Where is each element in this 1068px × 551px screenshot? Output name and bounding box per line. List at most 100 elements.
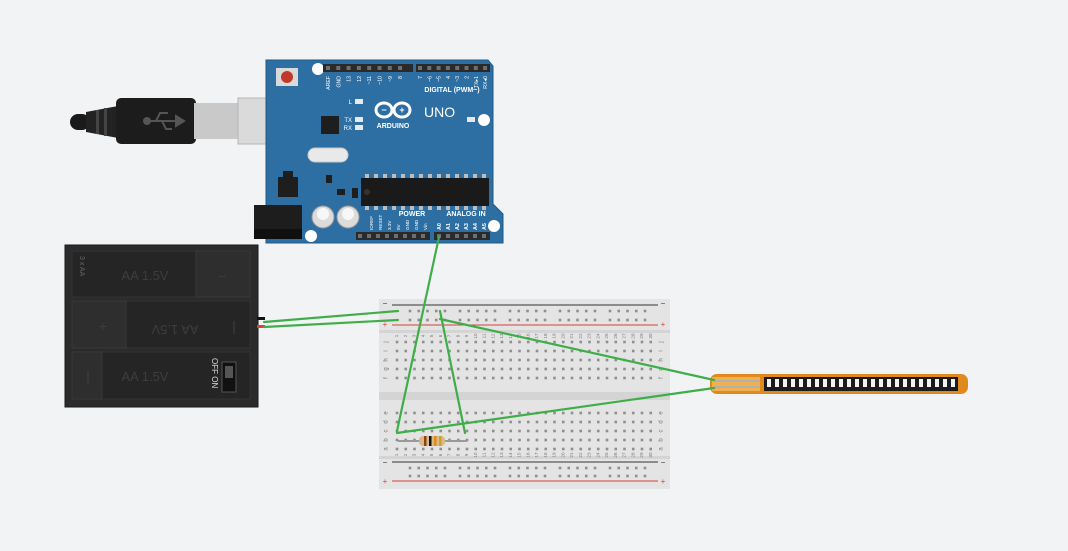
breadboard-hole[interactable] — [474, 376, 478, 380]
header-pin-socket[interactable] — [376, 234, 380, 238]
breadboard-hole[interactable] — [553, 429, 556, 433]
breadboard-hole[interactable] — [434, 318, 438, 322]
breadboard-hole[interactable] — [535, 358, 539, 362]
breadboard-hole[interactable] — [553, 358, 556, 362]
breadboard-hole[interactable] — [413, 367, 416, 371]
breadboard-hole[interactable] — [465, 367, 469, 371]
breadboard-hole[interactable] — [544, 411, 548, 415]
breadboard-hole[interactable] — [553, 438, 556, 442]
breadboard-hole[interactable] — [493, 309, 497, 313]
breadboard-hole[interactable] — [588, 376, 591, 380]
breadboard-hole[interactable] — [596, 340, 600, 344]
breadboard-hole[interactable] — [448, 420, 451, 424]
header-pin-socket[interactable] — [455, 66, 460, 70]
breadboard-hole[interactable] — [596, 358, 600, 362]
breadboard-hole[interactable] — [553, 367, 556, 371]
breadboard-hole[interactable] — [570, 340, 574, 344]
breadboard-hole[interactable] — [439, 429, 443, 433]
wire-ground-rail-to-resistor[interactable] — [438, 309, 467, 435]
breadboard-hole[interactable] — [561, 367, 565, 371]
breadboard-hole[interactable] — [570, 411, 574, 415]
breadboard-hole[interactable] — [579, 358, 583, 362]
breadboard-hole[interactable] — [640, 447, 644, 451]
breadboard-hole[interactable] — [588, 367, 591, 371]
breadboard-hole[interactable] — [484, 466, 488, 470]
breadboard-hole[interactable] — [456, 447, 460, 451]
header-pin-socket[interactable] — [446, 234, 450, 238]
breadboard-hole[interactable] — [596, 420, 600, 424]
breadboard-hole[interactable] — [534, 318, 538, 322]
breadboard-hole[interactable] — [483, 367, 486, 371]
breadboard-hole[interactable] — [413, 447, 416, 451]
breadboard-hole[interactable] — [456, 429, 460, 433]
breadboard-hole[interactable] — [649, 376, 653, 380]
header-pin-socket[interactable] — [464, 234, 468, 238]
breadboard-hole[interactable] — [474, 340, 478, 344]
breadboard-hole[interactable] — [544, 367, 548, 371]
header-pin-socket[interactable] — [482, 234, 486, 238]
breadboard-hole[interactable] — [535, 438, 539, 442]
header-pin-socket[interactable] — [394, 234, 398, 238]
breadboard-hole[interactable] — [605, 438, 609, 442]
breadboard-hole[interactable] — [640, 340, 644, 344]
breadboard-hole[interactable] — [634, 474, 638, 478]
breadboard-hole[interactable] — [561, 429, 565, 433]
breadboard-hole[interactable] — [395, 340, 399, 344]
breadboard-hole[interactable] — [509, 376, 513, 380]
breadboard-hole[interactable] — [509, 438, 513, 442]
header-pin-socket[interactable] — [326, 66, 330, 70]
breadboard-hole[interactable] — [439, 340, 443, 344]
header-pin-socket[interactable] — [403, 234, 407, 238]
breadboard-hole[interactable] — [421, 340, 425, 344]
breadboard-hole[interactable] — [543, 318, 547, 322]
breadboard-hole[interactable] — [617, 318, 621, 322]
breadboard-hole[interactable] — [631, 367, 635, 371]
breadboard-hole[interactable] — [640, 367, 644, 371]
breadboard-hole[interactable] — [474, 349, 478, 353]
breadboard-hole[interactable] — [518, 376, 521, 380]
breadboard-hole[interactable] — [508, 309, 512, 313]
breadboard-hole[interactable] — [448, 376, 451, 380]
breadboard-hole[interactable] — [570, 358, 574, 362]
battery-lead-black[interactable] — [257, 317, 265, 320]
breadboard-hole[interactable] — [404, 358, 408, 362]
breadboard-hole[interactable] — [426, 466, 429, 470]
breadboard-hole[interactable] — [408, 309, 412, 313]
breadboard-hole[interactable] — [395, 358, 399, 362]
breadboard-hole[interactable] — [558, 466, 562, 470]
wire-breadboard-to-flex-sensor[interactable] — [395, 386, 716, 435]
breadboard-hole[interactable] — [553, 376, 556, 380]
breadboard-hole[interactable] — [465, 447, 469, 451]
breadboard-hole[interactable] — [567, 466, 571, 470]
breadboard-hole[interactable] — [623, 420, 626, 424]
breadboard-hole[interactable] — [474, 358, 478, 362]
battery-pack[interactable]: 3 x AA AA 1.5V AA 1.5V AA 1.5V − + | | O… — [64, 244, 265, 408]
breadboard-hole[interactable] — [443, 309, 447, 313]
breadboard-hole[interactable] — [526, 309, 529, 313]
breadboard-hole[interactable] — [395, 376, 399, 380]
breadboard-hole[interactable] — [518, 358, 521, 362]
breadboard-hole[interactable] — [570, 420, 574, 424]
breadboard-hole[interactable] — [395, 420, 399, 424]
breadboard-hole[interactable] — [626, 309, 629, 313]
breadboard-hole[interactable] — [491, 340, 495, 344]
breadboard-hole[interactable] — [561, 438, 565, 442]
breadboard-hole[interactable] — [553, 447, 556, 451]
breadboard-hole[interactable] — [439, 420, 443, 424]
breadboard-hole[interactable] — [456, 420, 460, 424]
header-pin-socket[interactable] — [412, 234, 416, 238]
breadboard-hole[interactable] — [517, 318, 521, 322]
breadboard-hole[interactable] — [408, 466, 412, 470]
breadboard-hole[interactable] — [570, 447, 574, 451]
breadboard-hole[interactable] — [526, 420, 530, 424]
breadboard-hole[interactable] — [631, 376, 635, 380]
breadboard-hole[interactable] — [553, 411, 556, 415]
breadboard-hole[interactable] — [500, 411, 504, 415]
breadboard-hole[interactable] — [649, 447, 653, 451]
breadboard-hole[interactable] — [426, 318, 429, 322]
breadboard-hole[interactable] — [430, 376, 434, 380]
breadboard-hole[interactable] — [395, 367, 399, 371]
breadboard-hole[interactable] — [517, 474, 521, 478]
breadboard-hole[interactable] — [605, 420, 609, 424]
